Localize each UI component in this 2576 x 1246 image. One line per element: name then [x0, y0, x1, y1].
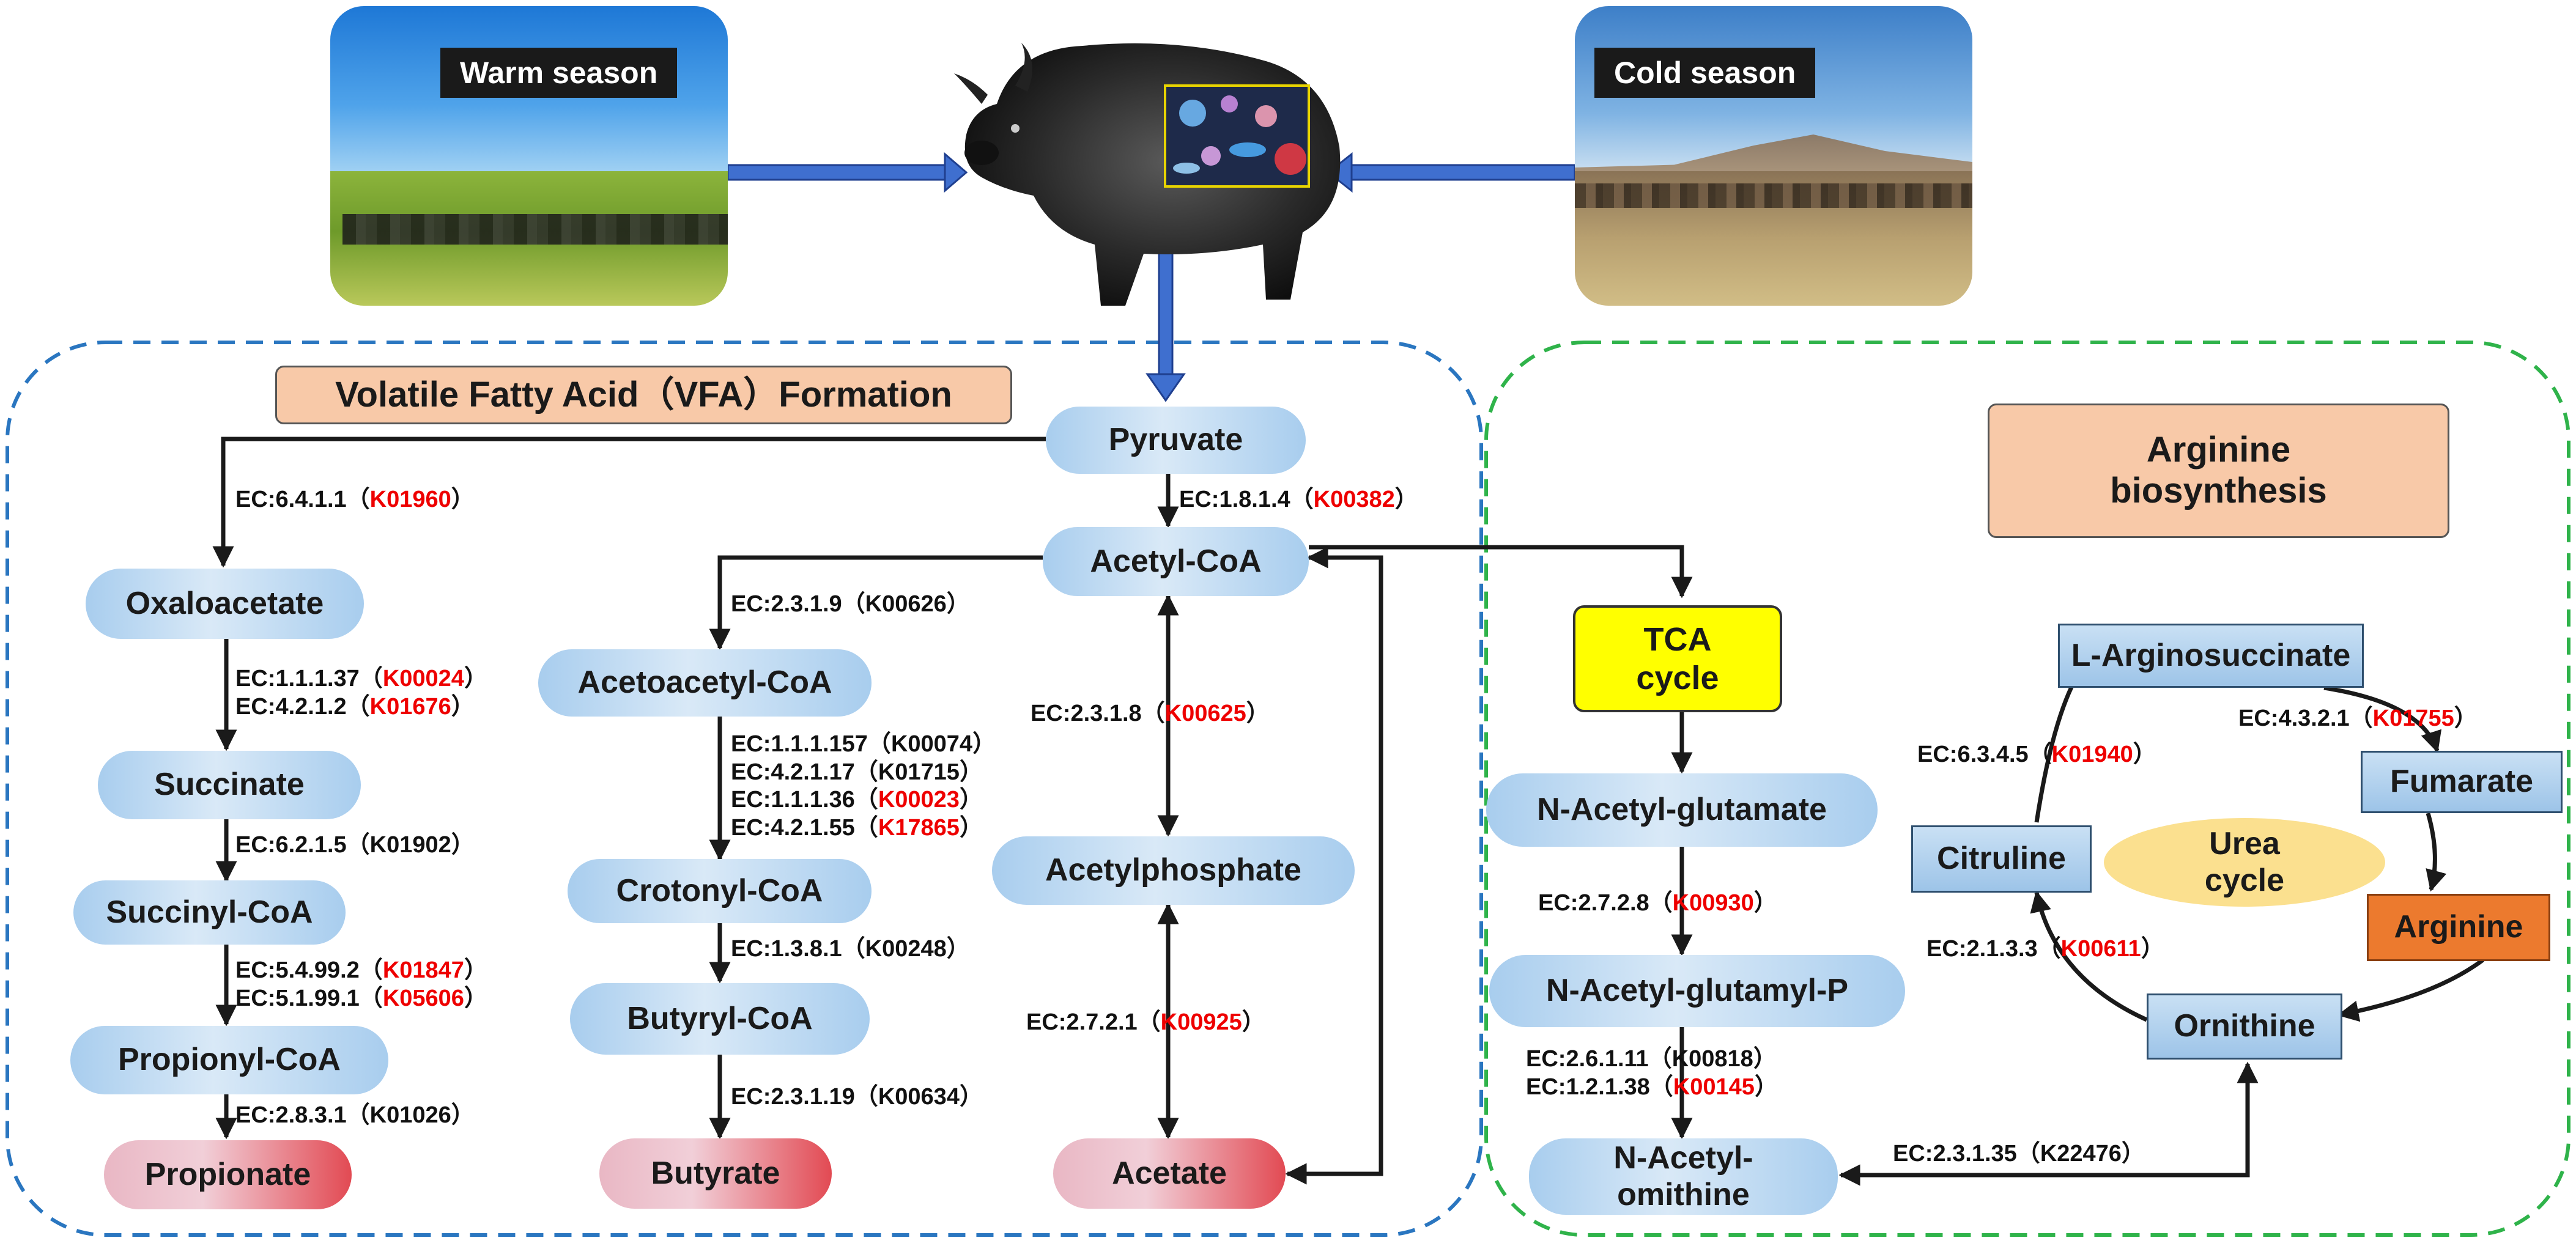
cold-season-label: Cold season	[1594, 48, 1816, 98]
enzyme-label: EC:6.2.1.5（K01902）	[235, 832, 475, 858]
node-fumarate: Fumarate	[2361, 751, 2563, 813]
cold-season-image: Cold season	[1575, 6, 1972, 306]
enzyme-label: EC:2.7.2.8（K00930）	[1538, 890, 1777, 916]
node-urea-cycle: Urea cycle	[2104, 818, 2385, 907]
n-acetyl-ornithine-line1: N-Acetyl-	[1613, 1140, 1753, 1176]
node-tca-cycle: TCA cycle	[1573, 605, 1782, 712]
node-n-acetyl-glutamate: N-Acetyl-glutamate	[1486, 773, 1878, 847]
node-butyrate: Butyrate	[599, 1138, 832, 1209]
arginine-section-title: Arginine biosynthesis	[1988, 404, 2449, 538]
node-succinate: Succinate	[98, 751, 361, 819]
tca-line2: cycle	[1636, 659, 1719, 696]
node-oxaloacetate: Oxaloacetate	[86, 569, 364, 639]
node-n-acetyl-glutamyl-p: N-Acetyl-glutamyl-P	[1489, 955, 1905, 1027]
enzyme-label: EC:2.1.3.3（K00611）	[1926, 936, 2164, 962]
enzyme-label: EC:6.3.4.5（K01940）	[1917, 742, 2156, 767]
node-crotonyl-coa: Crotonyl-CoA	[568, 859, 872, 923]
enzyme-label: EC:2.3.1.19（K00634）	[731, 1084, 983, 1110]
node-pyruvate: Pyruvate	[1046, 407, 1306, 474]
node-citruline: Citruline	[1911, 825, 2092, 893]
enzyme-label: EC:1.1.1.37（K00024） EC:4.2.1.2（K01676）	[235, 666, 487, 720]
node-butyryl-coa: Butyryl-CoA	[570, 983, 870, 1055]
vfa-section-title: Volatile Fatty Acid（VFA）Formation	[275, 366, 1012, 424]
enzyme-label: EC:1.3.8.1（K00248）	[731, 936, 970, 962]
arginine-title-line1: Arginine	[2146, 430, 2291, 470]
yak-illustration	[954, 43, 1341, 306]
enzyme-label: EC:5.4.99.2（K01847） EC:5.1.99.1（K05606）	[235, 957, 487, 1011]
node-l-arginosuccinate: L-Arginosuccinate	[2058, 624, 2364, 688]
enzyme-label: EC:2.7.2.1（K00925）	[1026, 1009, 1265, 1035]
node-acetate: Acetate	[1053, 1138, 1286, 1209]
warm-season-image: Warm season	[330, 6, 728, 306]
vfa-section-border	[6, 341, 1483, 1237]
node-ornithine: Ornithine	[2147, 993, 2342, 1060]
tca-line1: TCA	[1643, 621, 1712, 658]
node-propionate: Propionate	[104, 1140, 352, 1209]
arginine-section-border	[1484, 341, 2570, 1237]
node-acetoacetyl-coa: Acetoacetyl-CoA	[538, 649, 872, 717]
node-propionyl-coa: Propionyl-CoA	[70, 1026, 388, 1094]
urea-line2: cycle	[2204, 862, 2285, 898]
node-acetylphosphate: Acetylphosphate	[992, 836, 1355, 905]
node-arginine: Arginine	[2367, 894, 2550, 961]
enzyme-label: EC:2.6.1.11（K00818） EC:1.2.1.38（K00145）	[1526, 1046, 1778, 1100]
enzyme-label: EC:6.4.1.1（K01960）	[235, 487, 475, 512]
enzyme-label: EC:1.8.1.4（K00382）	[1179, 487, 1418, 512]
enzyme-label: EC:4.3.2.1（K01755）	[2238, 706, 2478, 731]
enzyme-label: EC:1.1.1.157（K00074） EC:4.2.1.17（K01715）…	[731, 731, 996, 841]
n-acetyl-ornithine-line2: omithine	[1617, 1176, 1750, 1212]
enzyme-label: EC:2.3.1.9（K00626）	[731, 591, 970, 617]
urea-line1: Urea	[2209, 825, 2280, 861]
arginine-title-line2: biosynthesis	[2110, 471, 2327, 511]
enzyme-label: EC:2.3.1.8（K00625）	[1031, 701, 1270, 726]
node-acetyl-coa: Acetyl-CoA	[1043, 527, 1309, 596]
node-n-acetyl-ornithine: N-Acetyl- omithine	[1529, 1138, 1838, 1215]
node-succinyl-coa: Succinyl-CoA	[73, 880, 346, 945]
enzyme-label: EC:2.3.1.35（K22476）	[1893, 1141, 2145, 1167]
warm-season-label: Warm season	[440, 48, 678, 98]
enzyme-label: EC:2.8.3.1（K01026）	[235, 1102, 475, 1128]
